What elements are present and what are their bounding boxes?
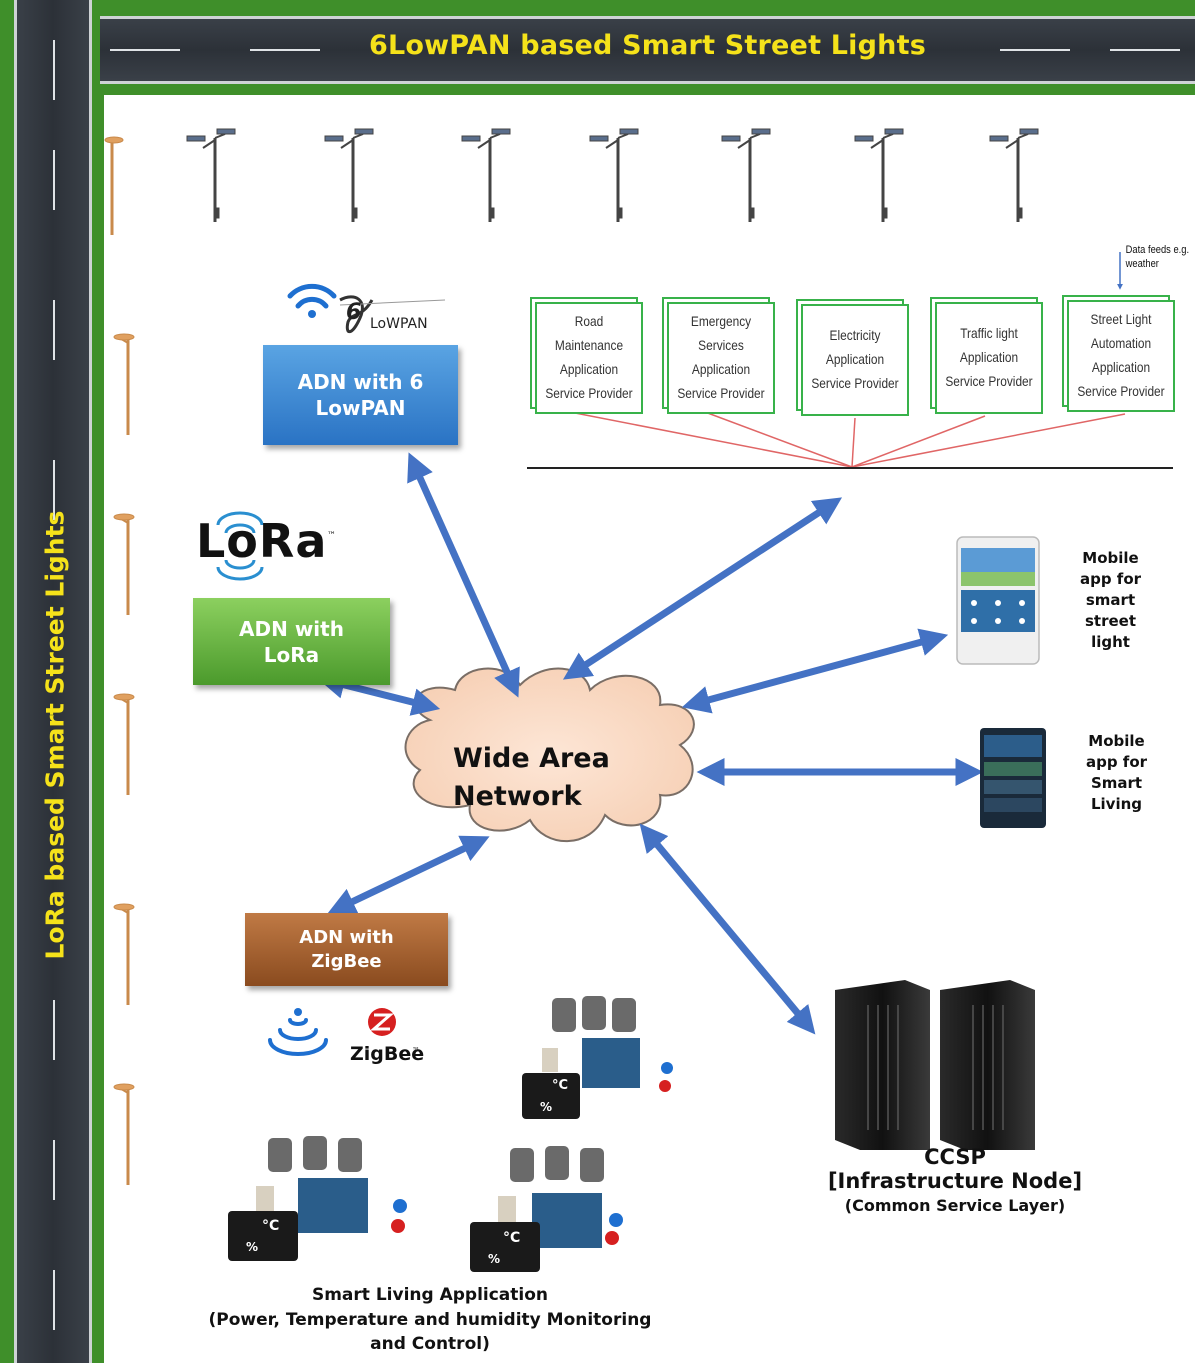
- ccsp-subtitle: [Infrastructure Node]: [827, 1169, 1083, 1193]
- mobile-phone-street-light-icon: [956, 536, 1040, 665]
- smart-living-device-cluster-3: [470, 1146, 623, 1272]
- top-road: [100, 16, 1195, 84]
- smart-living-device-cluster-2: [228, 1136, 407, 1261]
- zigbee-signal-icon: [268, 1008, 328, 1056]
- zigbee-logo-trademark: ™: [412, 1046, 420, 1055]
- provider-links: [569, 411, 1126, 468]
- adn-zigbee-box: ADN with ZigBee: [245, 913, 448, 986]
- wifi-icon: [287, 283, 337, 318]
- ccsp-server-icon: [835, 980, 1035, 1150]
- mobile-phone-smart-living-icon: [980, 728, 1046, 828]
- network-arrows: [316, 452, 984, 1035]
- top-street-lights: [186, 128, 1039, 222]
- smart-living-desc-1: (Power, Temperature and humidity Monitor…: [208, 1309, 652, 1330]
- lora-signal-icon: [216, 511, 264, 581]
- 6lowpan-logo-six: 6: [346, 300, 362, 325]
- lora-logo: LoRa: [196, 514, 328, 568]
- smart-living-device-cluster-1: [522, 996, 673, 1119]
- sensor-temp-label-1: °C: [552, 1078, 569, 1093]
- sensor-humidity-label-2: %: [246, 1240, 259, 1254]
- traffic-light-provider: Traffic light Application Service Provid…: [935, 302, 1043, 414]
- wan-cloud-label: Wide Area Network: [453, 740, 610, 817]
- electricity-provider: Electricity Application Service Provider: [801, 304, 909, 416]
- zigbee-logo-text: ZigBee: [350, 1043, 425, 1065]
- 6lowpan-logo-mark: [339, 295, 374, 334]
- data-feeds-label: Data feeds e.g. weather: [1125, 244, 1190, 271]
- top-road-title: 6LowPAN based Smart Street Lights: [369, 30, 926, 61]
- provider-bus-line: [527, 467, 1173, 469]
- sensor-humidity-label-1: %: [540, 1100, 553, 1114]
- smart-living-desc-2: and Control): [370, 1334, 490, 1355]
- mobile-smart-living-label: Mobile app for Smart Living: [1085, 732, 1148, 813]
- left-road: [14, 0, 92, 1363]
- mobile-street-light-label: Mobile app for smart street light: [1079, 549, 1142, 651]
- emergency-services-provider: Emergency Services Application Service P…: [667, 302, 775, 414]
- road-maintenance-provider: Road Maintenance Application Service Pro…: [535, 302, 643, 414]
- wan-cloud-line1: Wide Area: [453, 743, 610, 774]
- wan-cloud-line2: Network: [453, 781, 582, 813]
- ccsp-title: CCSP: [924, 1145, 986, 1169]
- left-street-lights: [104, 136, 135, 1185]
- 6lowpan-logo-text: LoWPAN: [370, 316, 428, 332]
- smart-living-title: Smart Living Application: [311, 1285, 549, 1305]
- adn-lora-box: ADN with LoRa: [193, 598, 390, 685]
- ccsp-label: CCSP [Infrastructure Node] (Common Servi…: [770, 1145, 1140, 1215]
- lora-logo-trademark: ™: [327, 531, 336, 541]
- adn-6lowpan-box: ADN with 6 LowPAN: [263, 345, 458, 445]
- sensor-temp-label-3: °C: [503, 1230, 521, 1246]
- smart-living-label: Smart Living Application (Power, Tempera…: [150, 1283, 710, 1357]
- ccsp-layer: (Common Service Layer): [844, 1196, 1066, 1215]
- sensor-humidity-label-3: %: [488, 1252, 501, 1266]
- sensor-temp-label-2: °C: [262, 1218, 280, 1234]
- street-light-automation-provider: Street Light Automation Application Serv…: [1067, 300, 1175, 412]
- zigbee-logo-icon: [368, 1008, 396, 1036]
